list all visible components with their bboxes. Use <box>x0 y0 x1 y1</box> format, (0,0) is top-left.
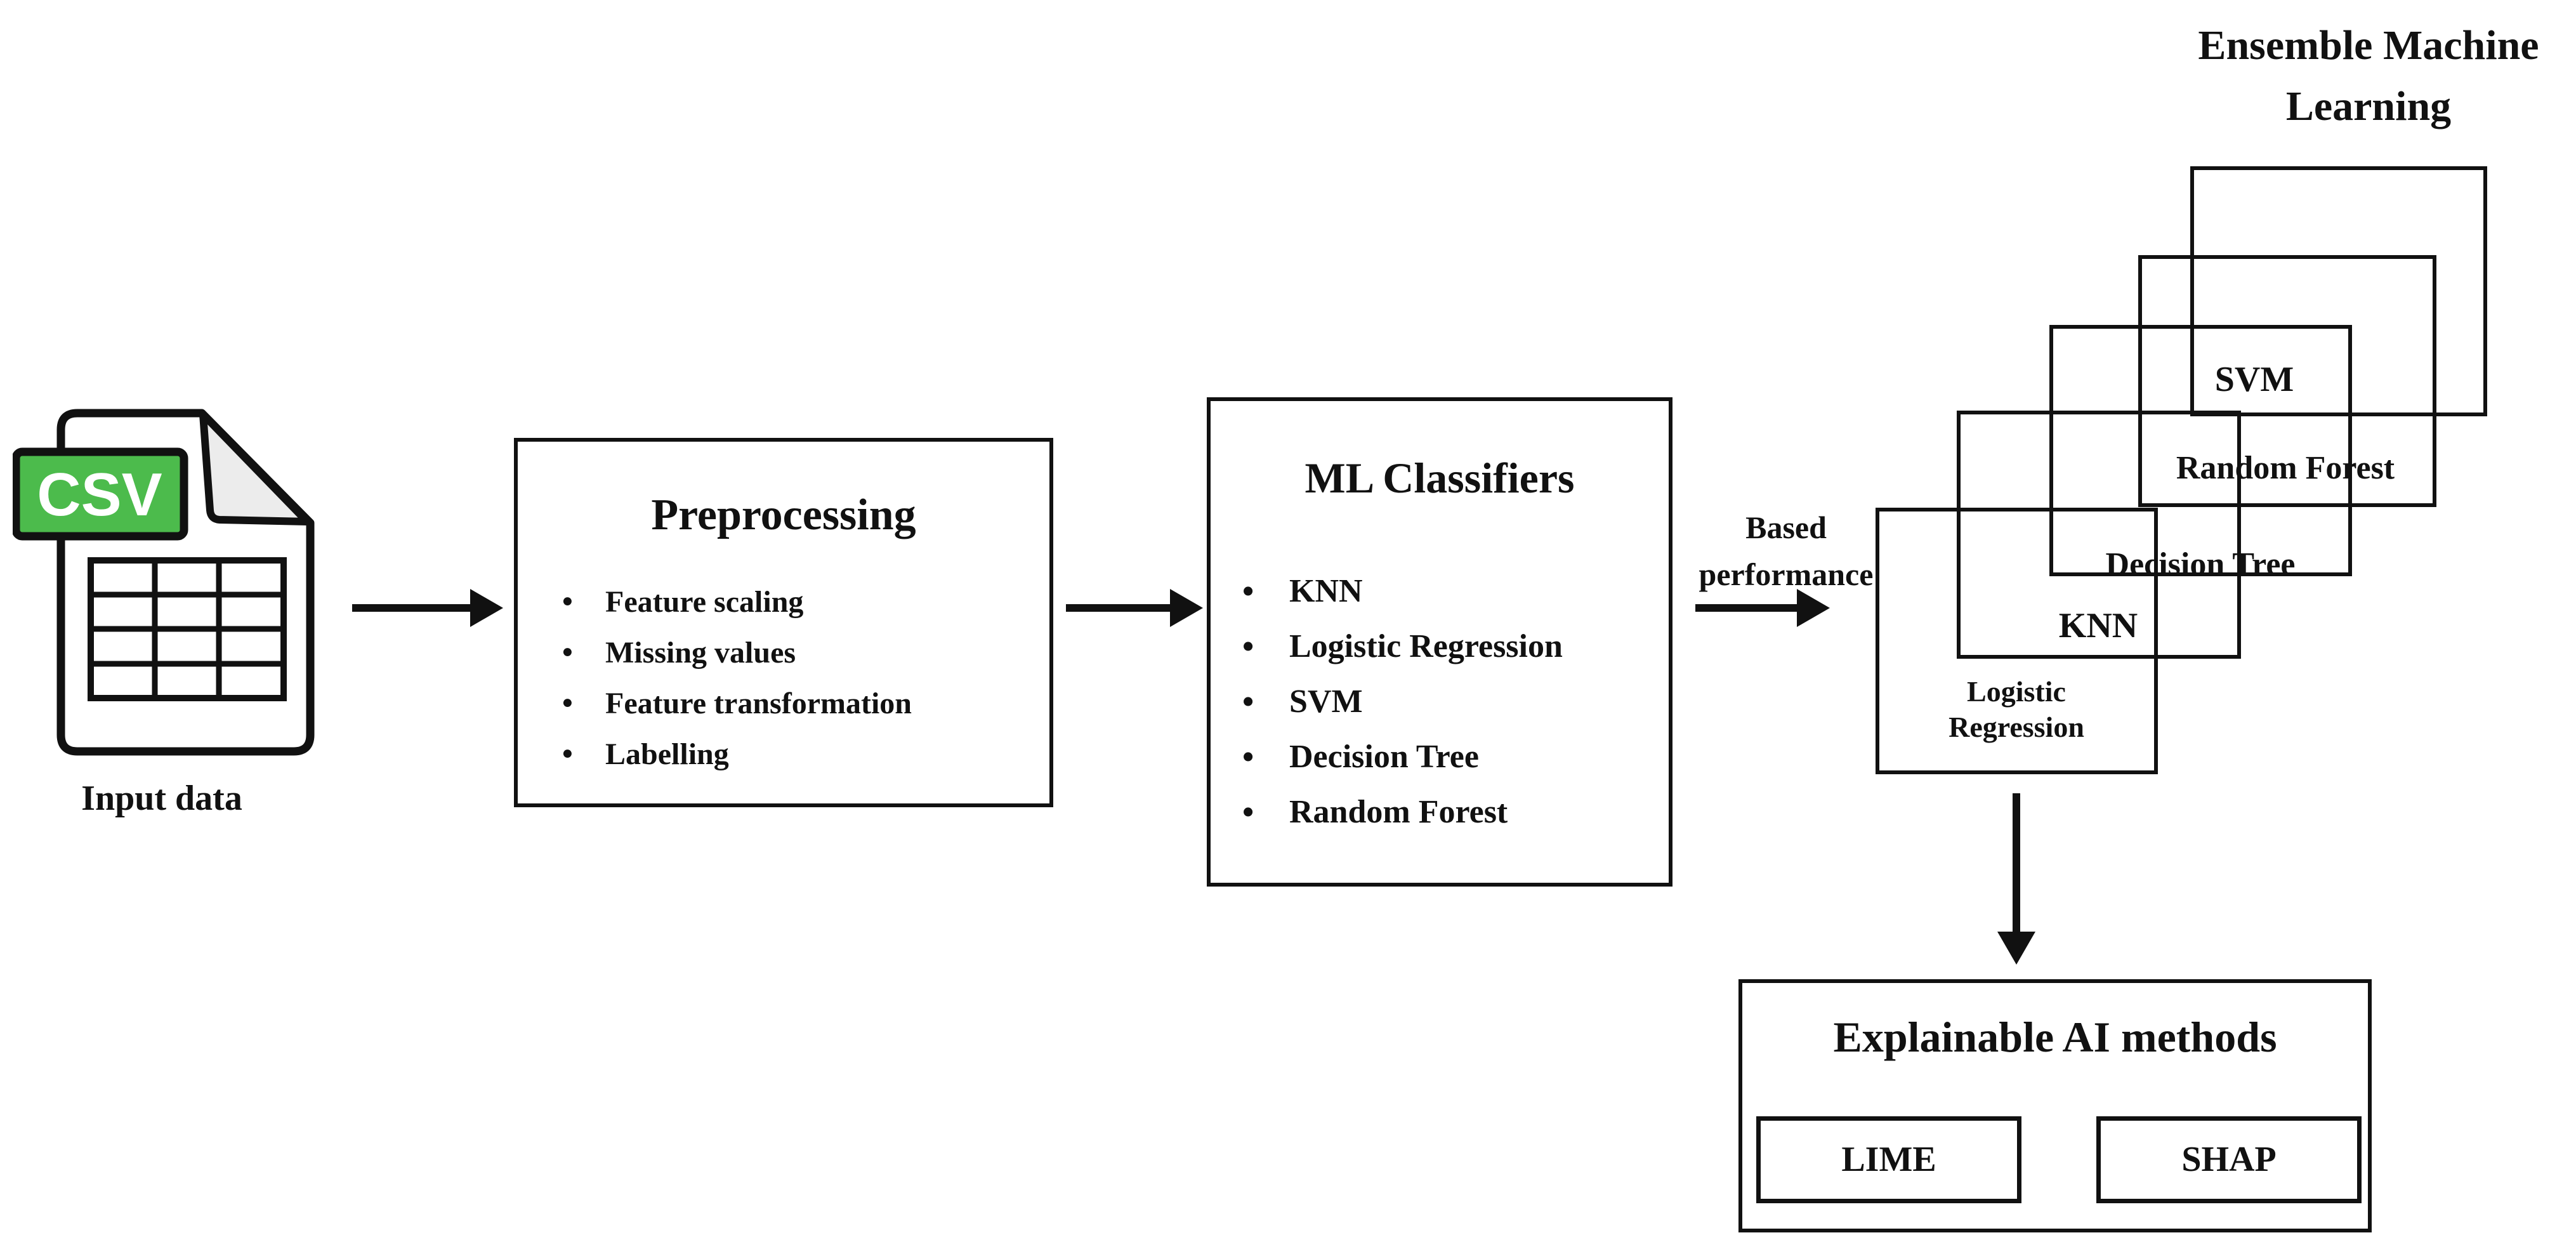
input-data-caption: Input data <box>81 779 242 818</box>
list-item: SVM <box>1218 674 1662 729</box>
model-label-knn: KNN <box>2058 606 2138 645</box>
ml-classifiers-title: ML Classifiers <box>1304 454 1575 502</box>
folded-corner <box>199 411 311 525</box>
ensemble-model-box-logistic-regression <box>1876 508 2158 774</box>
list-item: KNN <box>1218 564 1662 619</box>
ensemble-model-box-random-forest <box>2138 255 2436 507</box>
list-item: Logistic Regression <box>1218 619 1662 674</box>
arrow-head-icon <box>470 589 503 627</box>
csv-file-icon: CSV <box>13 409 315 756</box>
model-label-decision-tree: Decision Tree <box>2105 546 2296 583</box>
ensemble-model-box-knn <box>1957 411 2241 659</box>
preprocessing-title: Preprocessing <box>651 491 916 539</box>
list-item: Feature transformation <box>543 678 1038 729</box>
list-item: Decision Tree <box>1218 729 1662 784</box>
based-performance-label: Based performance <box>1699 510 1874 592</box>
preprocessing-list: Feature scaling Missing values Feature t… <box>543 576 1038 779</box>
arrow-line <box>1066 604 1170 612</box>
data-grid <box>88 557 287 701</box>
shap-method-box: SHAP <box>2096 1116 2362 1203</box>
arrow-line <box>352 604 470 612</box>
ensemble-title: Ensemble Machine Learning <box>2198 22 2539 129</box>
list-item: Labelling <box>543 729 1038 779</box>
csv-badge-label: CSV <box>37 461 162 529</box>
arrow-head-icon <box>1170 589 1203 627</box>
model-label-logistic-regression: Logistic Regression <box>1948 675 2084 743</box>
csv-badge <box>13 447 188 541</box>
explainable-ai-title: Explainable AI methods <box>1833 1013 2277 1061</box>
lime-method-box: LIME <box>1756 1116 2021 1203</box>
preprocessing-box: Preprocessing Feature scaling Missing va… <box>514 438 1053 807</box>
ensemble-model-box-decision-tree <box>2049 325 2352 576</box>
ml-classifiers-list: KNN Logistic Regression SVM Decision Tre… <box>1218 564 1662 840</box>
model-label-random-forest: Random Forest <box>2176 450 2395 486</box>
ensemble-model-box-svm <box>2190 166 2487 416</box>
ml-classifiers-box: ML Classifiers KNN Logistic Regression S… <box>1207 397 1672 887</box>
model-label-svm: SVM <box>2214 360 2294 399</box>
list-item: Feature scaling <box>543 576 1038 627</box>
arrow-head-icon <box>1797 589 1830 627</box>
list-item: Missing values <box>543 627 1038 678</box>
list-item: Random Forest <box>1218 784 1662 840</box>
arrow-head-icon <box>1997 932 2035 965</box>
arrow-line <box>2013 793 2020 932</box>
explainable-ai-box: Explainable AI methods LIME SHAP <box>1738 979 2372 1232</box>
arrow-line <box>1695 604 1797 612</box>
